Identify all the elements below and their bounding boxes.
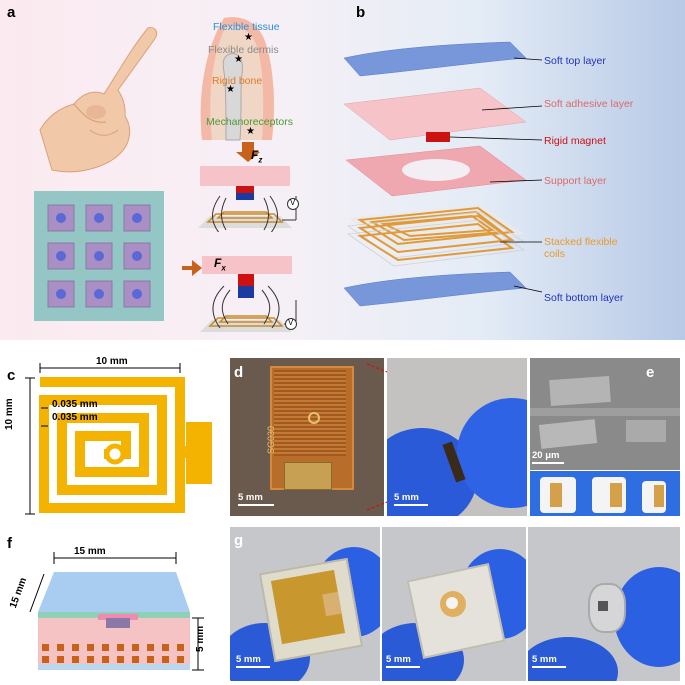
coil-width-label: 10 mm [96,356,128,367]
coil-chip-photo: SG030 [230,358,384,516]
exploded-layer-stack [343,41,543,307]
coil-trace-square [177,656,184,663]
force-x-diagram [182,256,297,332]
coil-trace-square [57,656,64,663]
coil-trace-square [147,656,154,663]
sem-image [530,358,680,470]
voltmeter-label-1: V [290,198,296,207]
label-rigid-magnet: Rigid magnet [544,135,606,147]
encapsulated-sensor-photo-3 [528,527,680,681]
sensor-cell-magnet [56,251,66,261]
coil-line-width-label: 0.035 mm [52,399,98,410]
svg-text:★: ★ [244,32,253,43]
sensor-cell-magnet [56,213,66,223]
label-flexible-dermis: Flexible dermis [208,44,279,56]
coil-trace-square [177,644,184,651]
force-z-diagram [198,142,297,232]
sensor-cell-magnet [94,289,104,299]
encapsulated-sensor-photo-2 [382,527,526,681]
skin-cross-section: ★ ★ ★ ★ [200,17,274,141]
voltmeter-icon [285,318,297,330]
coil-trace-square [132,644,139,651]
hand-illustration [39,27,158,173]
coil-trace-square [57,644,64,651]
label-soft-bottom-layer: Soft bottom layer [544,292,624,304]
coil-spacing-label: 0.035 mm [52,412,98,423]
scale-bar-g-3: 5 mm [532,654,566,668]
coil-trace-square [87,644,94,651]
sensor-cell [47,242,75,270]
wrapped-coils-photo [530,471,680,516]
sensor-cell-magnet [132,251,142,261]
coil-trace-square [72,656,79,663]
svg-text:★: ★ [234,54,243,65]
force-z-label: Fz [251,148,263,165]
label-soft-adhesive-layer: Soft adhesive layer [544,98,634,110]
label-rigid-bone: Rigid bone [212,75,263,87]
label-stacked-flexible-coils: Stacked flexible coils [544,236,618,260]
panel-label-b: b [356,4,366,21]
label-soft-top-layer: Soft top layer [544,55,606,67]
coil-height-label: 10 mm [4,398,15,430]
coil-trace-square [147,644,154,651]
svg-text:★: ★ [246,126,255,137]
scale-bar-d-left: 5 mm [238,492,274,506]
panel-label-g: g [234,532,244,549]
panel-label-c: c [7,367,16,384]
voltmeter-label-2: V [288,318,294,327]
scale-bar-g-1: 5 mm [236,654,270,668]
coil-trace-square [117,644,124,651]
device-width-label: 15 mm [74,546,106,557]
sensor-array [34,191,164,321]
sensor-cell-magnet [132,213,142,223]
sensor-cell [85,204,113,232]
sensor-cell-magnet [132,289,142,299]
svg-text:★: ★ [226,84,235,95]
coil-trace-square [87,656,94,663]
label-mechanoreceptors: Mechanoreceptors [206,116,293,128]
label-flexible-tissue: Flexible tissue [213,21,280,33]
coil-trace-square [117,656,124,663]
coil-trace-square [42,656,49,663]
panel-label-f: f [7,535,12,552]
coil-trace-square [162,656,169,663]
sensor-cell-magnet [94,251,104,261]
coil-trace-square [162,644,169,651]
coil-trace-square [102,644,109,651]
coil-trace-square [72,644,79,651]
voltmeter-icon [287,198,299,210]
device-cross-section [29,552,204,671]
flexible-coil-bending-photo [387,358,527,516]
device-height-label: 5 mm [195,625,206,652]
scale-bar-d-right: 5 mm [394,492,428,506]
label-support-layer: Support layer [544,175,607,187]
scale-bar-e: 20 μm [532,450,564,464]
chip-text: SG030 [266,425,276,454]
panel-label-a: a [7,4,16,21]
coil-trace-square [102,656,109,663]
coil-trace-square [132,656,139,663]
panel-label-d: d [234,364,244,381]
coil-schematic [25,363,212,515]
panel-label-e: e [646,364,655,381]
scale-bar-g-2: 5 mm [386,654,420,668]
sensor-cell-magnet [56,289,66,299]
force-x-label: Fx [214,256,226,273]
encapsulated-sensor-photo-1 [230,527,380,681]
sensor-cell-magnet [94,213,104,223]
zoom-lines [367,363,388,511]
coil-trace-square [42,644,49,651]
